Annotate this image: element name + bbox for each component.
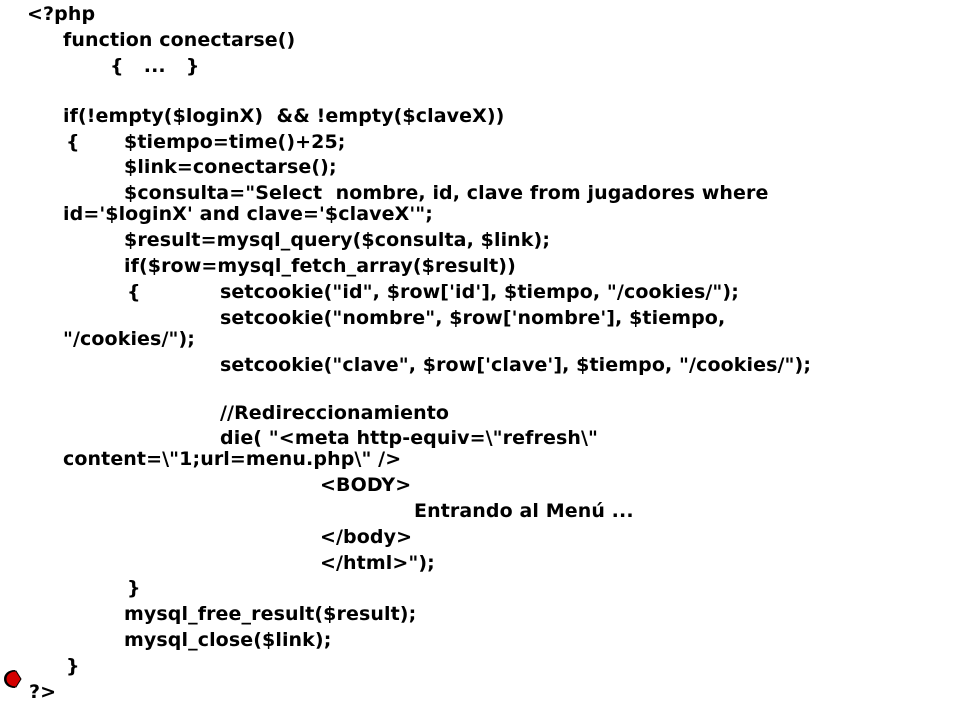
previous-slide-icon[interactable] — [2, 668, 24, 690]
code-line: content=\"1;url=menu.php\" /> — [63, 448, 402, 470]
code-line: $result=mysql_query($consulta, $link); — [124, 229, 551, 251]
code-line: mysql_close($link); — [124, 629, 332, 651]
code-line: </body> — [320, 526, 413, 548]
code-line: } — [66, 655, 80, 677]
code-line: "/cookies/"); — [63, 328, 195, 350]
code-line: { — [66, 131, 80, 153]
code-line: </html>"); — [320, 552, 435, 574]
code-line: setcookie("id", $row['id'], $tiempo, "/c… — [220, 281, 739, 303]
code-line: { ... } — [110, 55, 200, 77]
code-line: <BODY> — [320, 474, 412, 496]
code-line: $consulta="Select nombre, id, clave from… — [124, 182, 769, 204]
code-line: } — [127, 577, 141, 599]
code-line: mysql_free_result($result); — [124, 603, 417, 625]
code-line: if(!empty($loginX) && !empty($claveX)) — [63, 105, 505, 127]
code-comment: //Redireccionamiento — [220, 402, 450, 424]
code-line: if($row=mysql_fetch_array($result)) — [124, 255, 516, 277]
code-line: die( "<meta http-equiv=\"refresh\" — [220, 427, 599, 449]
code-line: $link=conectarse(); — [124, 156, 337, 178]
code-line: <?php — [27, 3, 96, 25]
code-line: $tiempo=time()+25; — [124, 131, 346, 153]
code-line: ?> — [29, 681, 57, 703]
code-line: function conectarse() — [63, 29, 296, 51]
code-line: id='$loginX' and clave='$claveX'"; — [63, 203, 433, 225]
code-line: { — [127, 281, 141, 303]
code-line: setcookie("nombre", $row['nombre'], $tie… — [220, 307, 726, 329]
code-line: Entrando al Menú ... — [414, 500, 634, 522]
code-line: setcookie("clave", $row['clave'], $tiemp… — [220, 354, 812, 376]
